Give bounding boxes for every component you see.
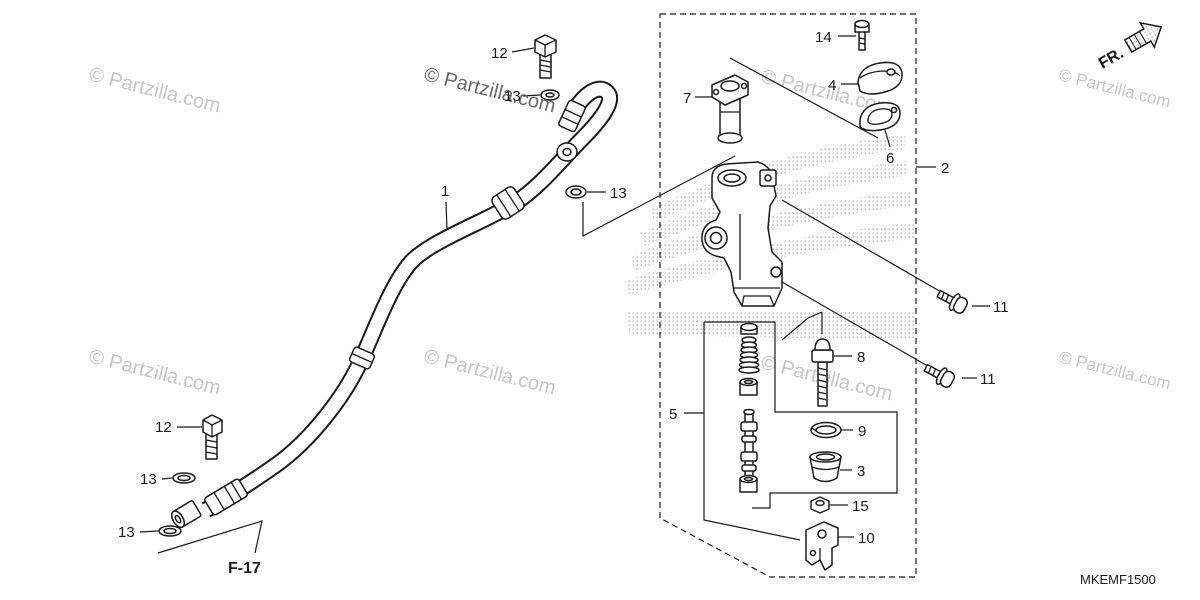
callout-15: 15 xyxy=(852,498,869,515)
callout-leaders xyxy=(139,35,990,538)
watermark-text: © Partzilla.com xyxy=(1057,65,1173,111)
callout-6: 6 xyxy=(886,150,894,167)
cross-reference-label: F-17 xyxy=(228,560,261,577)
diagram-code: MKEMF1500 xyxy=(1080,572,1156,587)
cap-gasket xyxy=(859,101,901,132)
callout-8: 8 xyxy=(857,349,865,366)
watermark-layer: © Partzilla.com © Partzilla.com © Partzi… xyxy=(87,64,1173,406)
callout-13-middle: 13 xyxy=(610,185,627,202)
callout-11-upper: 11 xyxy=(993,299,1009,316)
callout-14: 14 xyxy=(815,29,832,46)
reference-arrow xyxy=(157,520,263,554)
callout-12-lower: 12 xyxy=(155,419,172,436)
front-direction-marker: FR. xyxy=(1096,21,1163,73)
oil-bolt-upper xyxy=(534,34,557,79)
callout-13-upper: 13 xyxy=(504,88,521,105)
sealing-washer xyxy=(565,185,587,199)
group-bracket xyxy=(703,322,801,541)
connector-line xyxy=(781,311,823,341)
banjo-fitting-lower xyxy=(170,500,202,529)
push-rod xyxy=(811,338,834,407)
watermark-text: © Partzilla.com xyxy=(87,346,223,400)
callout-10: 10 xyxy=(858,530,875,547)
connector-line xyxy=(781,281,939,373)
sealing-washer xyxy=(158,525,182,537)
front-arrow-icon xyxy=(1123,21,1163,54)
mounting-bolt-lower xyxy=(923,363,956,388)
assembly-bracket xyxy=(659,13,917,578)
circlip xyxy=(810,421,842,439)
hose-collar xyxy=(491,186,525,220)
callout-labels: 12 13 13 1 12 13 13 7 14 4 6 2 11 11 8 9… xyxy=(118,29,1009,547)
rubber-boot xyxy=(809,451,842,483)
callout-13-lower-b: 13 xyxy=(118,524,135,541)
hose-joint xyxy=(348,346,376,370)
watermark-text: © Partzilla.com xyxy=(422,64,558,118)
reservoir-joint xyxy=(711,74,749,144)
sealing-washer xyxy=(540,89,560,101)
front-marker-label: FR. xyxy=(1096,45,1127,73)
cap-bolt xyxy=(854,19,870,51)
watermark-text: © Partzilla.com xyxy=(87,64,223,118)
callout-2: 2 xyxy=(941,160,949,177)
callout-11-lower: 11 xyxy=(980,371,996,388)
hose-fitting-upper xyxy=(558,99,586,133)
callout-1: 1 xyxy=(441,183,449,200)
callout-9: 9 xyxy=(858,423,866,440)
clevis-joint xyxy=(805,521,839,571)
connector-line xyxy=(582,155,736,237)
callout-3: 3 xyxy=(857,463,865,480)
callout-5: 5 xyxy=(669,406,677,423)
brake-hose xyxy=(170,80,618,529)
hose-ferrule-lower xyxy=(204,478,248,516)
callout-7: 7 xyxy=(683,90,691,107)
joint-nut xyxy=(810,496,830,514)
callout-13-lower-a: 13 xyxy=(140,471,157,488)
callout-12-upper: 12 xyxy=(491,45,508,62)
reservoir-cap xyxy=(857,61,903,95)
watermark-text: © Partzilla.com xyxy=(422,346,558,400)
callout-4: 4 xyxy=(828,77,836,94)
connector-line xyxy=(781,199,949,297)
watermark-text: © Partzilla.com xyxy=(1057,347,1173,393)
oil-bolt-lower xyxy=(202,414,223,460)
piston-set xyxy=(738,322,760,493)
sealing-washer xyxy=(172,472,196,484)
connection-lines xyxy=(157,57,949,554)
mounting-bolt-upper xyxy=(936,289,969,314)
banjo-fitting-upper xyxy=(556,142,578,162)
connector-line xyxy=(729,57,879,139)
master-cylinder-body xyxy=(701,161,783,307)
group-bracket xyxy=(704,321,898,509)
